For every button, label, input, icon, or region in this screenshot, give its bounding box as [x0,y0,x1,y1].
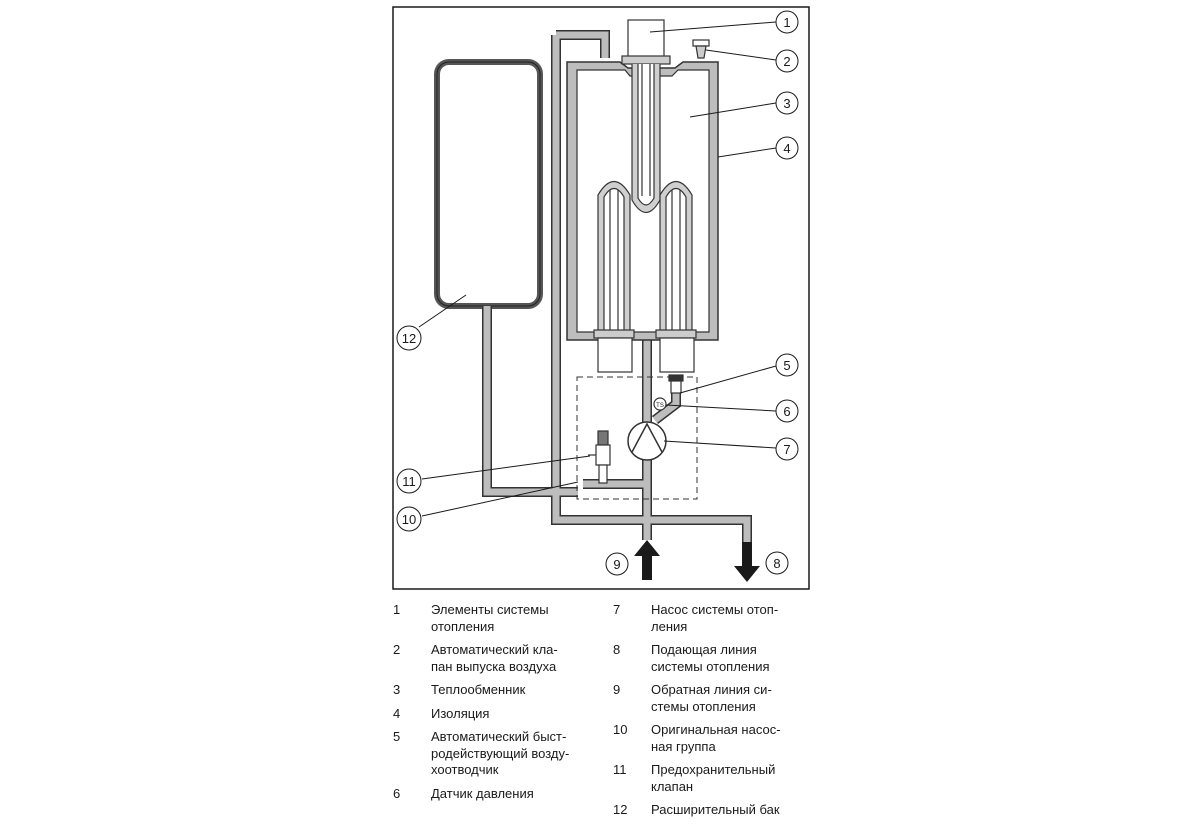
legend-label: Обратная линия си-стемы отопления [651,682,772,714]
legend-label: Автоматический быст-родействующий возду-… [431,729,570,777]
svg-text:1: 1 [783,15,790,30]
legend-number: 8 [613,642,621,657]
svg-text:5: 5 [783,358,790,373]
svg-text:2: 2 [783,54,790,69]
legend-label: Датчик давления [431,785,534,801]
pressure-sensor-symbol: TS [656,403,664,409]
legend-number: 4 [393,705,401,721]
legend-number: 2 [393,642,401,657]
legend-label: Расширительный бак [651,802,780,817]
svg-text:4: 4 [783,141,790,156]
legend-number: 12 [613,802,628,817]
pipe-network [482,30,752,542]
legend-item-12: 12 Расширительный бак [613,802,821,819]
quick-air-vent [668,374,684,394]
legend-number: 9 [613,682,621,697]
legend-number: 5 [393,729,401,744]
expansion-tank [434,59,543,309]
heating-elements [593,19,697,373]
legend-label: Насос системы отоп-ления [651,602,779,634]
callout-7: 7 [775,437,799,461]
diagram-frame [392,6,810,590]
callout-5: 5 [775,353,799,377]
return-line-arrow-up [634,540,660,580]
boiler-diagram: TS 1 2 3 4 5 6 7 8 9 10 11 [392,6,810,590]
circulation-pump [627,421,667,461]
legend-item-3: 3 Теплообменник [393,682,601,699]
legend-item-2: 2 Автоматический кла-пан выпуска воздуха [393,642,601,675]
legend-item-9: 9 Обратная линия си-стемы отопления [613,682,821,715]
callout-11: 11 [396,468,422,494]
svg-text:10: 10 [402,512,416,527]
callout-12: 12 [396,325,422,351]
legend-item-10: 10 Оригинальная насос-ная группа [613,722,821,755]
legend-item-4: 4 Изоляция [393,706,601,723]
legend-item-5: 5 Автоматический быст-родействующий возду… [393,729,601,779]
svg-text:6: 6 [783,404,790,419]
svg-text:3: 3 [783,96,790,111]
callout-1: 1 [775,10,799,34]
callout-markers: 1 2 3 4 5 6 7 8 9 10 11 12 [396,10,799,576]
legend-item-7: 7 Насос системы отоп-ления [613,602,821,635]
legend-number: 7 [613,602,621,617]
pump-group-outline [576,376,698,500]
legend-number: 3 [393,682,401,697]
legend-label: Теплообменник [431,682,526,697]
callout-9: 9 [605,552,629,576]
air-vent-valve [692,39,710,59]
callout-6: 6 [775,399,799,423]
legend-number: 1 [393,602,401,617]
legend-item-6: 6 Датчик давления [393,786,601,803]
legend-label: Автоматический кла-пан выпуска воздуха [431,642,558,674]
legend-label: Оригинальная насос-ная группа [651,722,781,754]
svg-text:8: 8 [773,556,780,571]
legend-number: 11 [613,762,627,777]
callout-4: 4 [775,136,799,160]
leader-lines [418,21,777,517]
legend-number: 10 [613,722,628,737]
svg-text:12: 12 [402,331,416,346]
svg-text:11: 11 [402,474,416,489]
legend-number: 6 [393,785,401,801]
supply-line-arrow-down [734,542,760,582]
callout-10: 10 [396,506,422,532]
safety-valve [588,430,611,484]
svg-text:9: 9 [613,557,620,572]
pressure-sensor: TS [653,397,667,411]
svg-text:7: 7 [783,442,790,457]
callout-8: 8 [765,551,789,575]
callout-3: 3 [775,91,799,115]
legend-column-right: 7 Насос системы отоп-ления 8 Подающая лини… [613,602,821,826]
legend-label: Изоляция [431,705,490,721]
callout-2: 2 [775,49,799,73]
